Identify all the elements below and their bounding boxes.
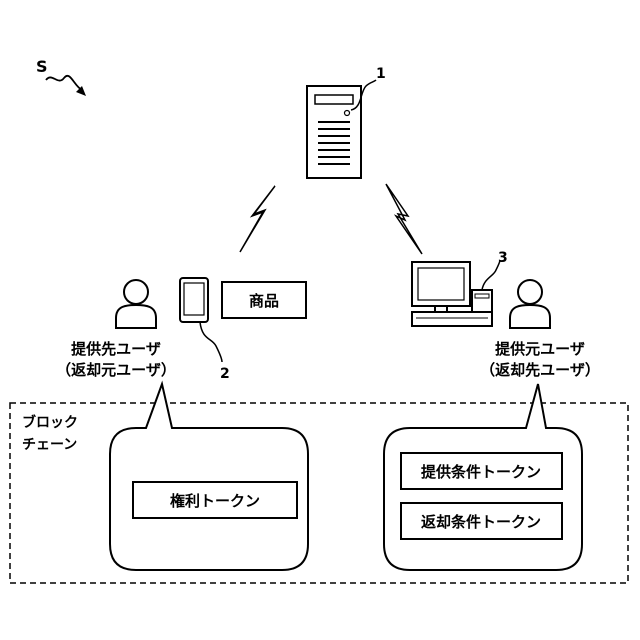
right-user-sublabel: （返却先ユーザ） [480, 361, 600, 379]
return-token-label: 返却条件トークン [421, 513, 541, 531]
lightning-right-icon [386, 184, 422, 254]
server-icon [307, 86, 361, 178]
right-user-label: 提供元ユーザ [495, 340, 585, 358]
left-user-icon [116, 280, 156, 328]
right-user-icon [510, 280, 550, 328]
pc-ref: 3 [498, 250, 508, 266]
desktop-pc-icon [412, 262, 492, 326]
system-label: S [36, 57, 48, 76]
provision-token-label: 提供条件トークン [421, 463, 541, 481]
tablet-ref: 2 [220, 366, 230, 382]
left-bubble [110, 384, 308, 570]
lightning-left-icon [240, 186, 275, 252]
blockchain-label-line2: チェーン [22, 437, 77, 453]
tablet-leader [200, 322, 222, 362]
tablet-icon [180, 278, 208, 322]
product-label: 商品 [249, 292, 279, 310]
server-ref: 1 [376, 66, 386, 82]
blockchain-label-line1: ブロック [22, 414, 78, 431]
left-user-label: 提供先ユーザ [71, 340, 161, 358]
rights-token-label: 権利トークン [170, 492, 260, 510]
left-user-sublabel: （返却元ユーザ） [56, 361, 176, 379]
system-arrow [46, 76, 82, 90]
